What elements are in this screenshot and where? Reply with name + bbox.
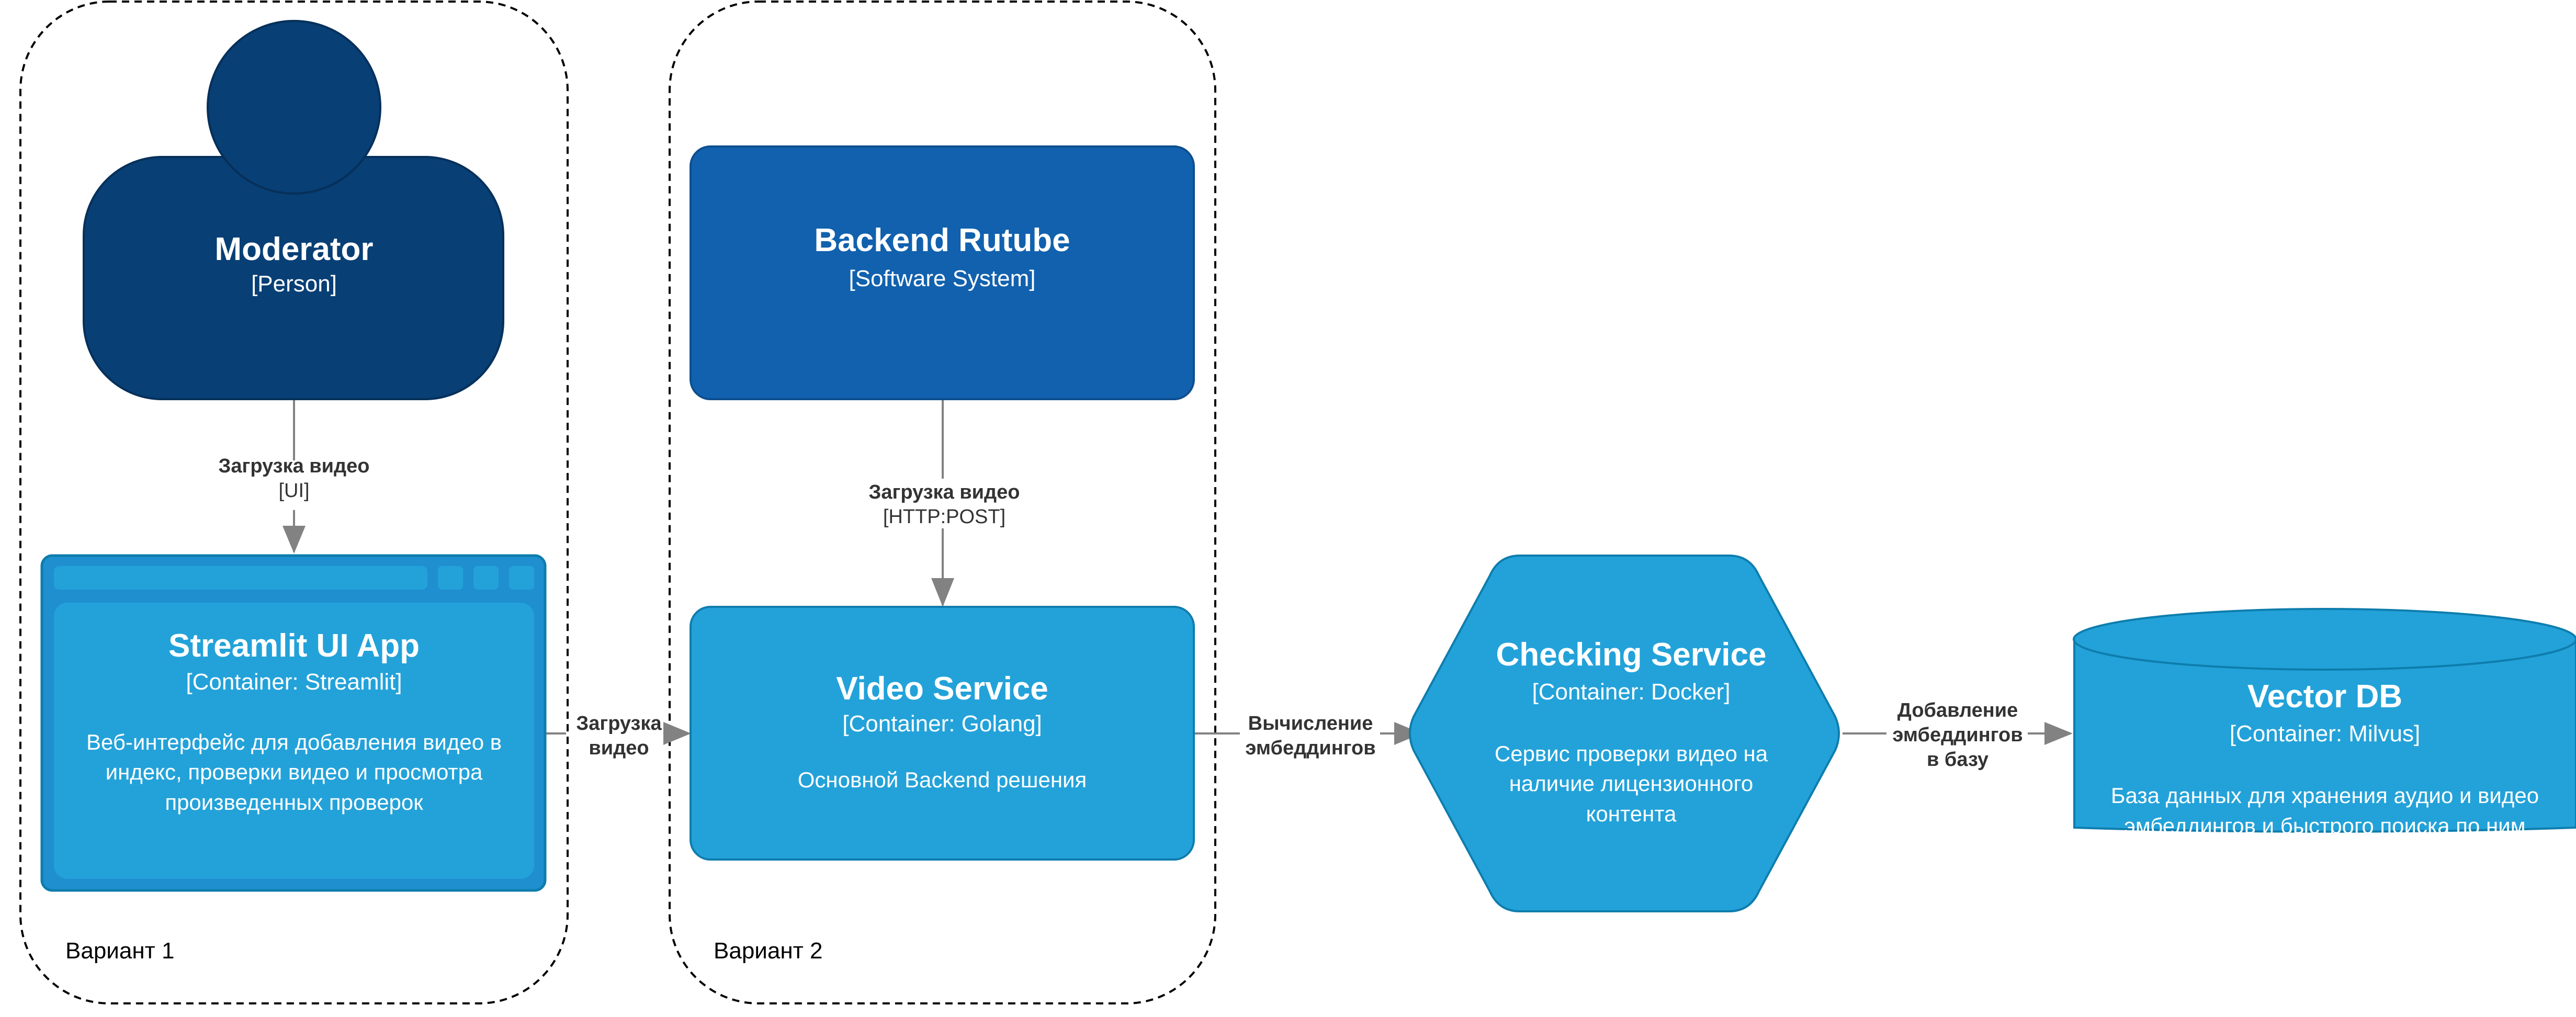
node-type: [Person] [251, 271, 337, 297]
group-variant-2-label: Вариант 2 [714, 938, 822, 964]
edge-label: эмбеддингов [1245, 737, 1375, 759]
edge-label: в базу [1927, 749, 1989, 771]
edge-label: Загрузка видео [219, 455, 370, 477]
arrowhead-icon [2044, 722, 2073, 745]
database-cylinder-top [2073, 608, 2576, 671]
node-streamlit-ui-app[interactable]: Streamlit UI App [Container: Streamlit] … [40, 554, 547, 892]
database-cylinder-icon [2073, 639, 2576, 833]
browser-content-area [54, 603, 534, 879]
node-checking-service[interactable]: Checking Service [Container: Docker] Сер… [1409, 555, 1840, 912]
edge-backend-to-video: Загрузка видео [HTTP:POST] [869, 399, 1020, 607]
person-icon [207, 20, 381, 195]
edge-moderator-to-streamlit: Загрузка видео [UI] [219, 399, 370, 553]
node-video-service[interactable]: Video Service [Container: Golang] Основн… [690, 606, 1195, 861]
edge-technology: [UI] [278, 480, 309, 502]
node-type: [Container: Milvus] [2230, 721, 2420, 747]
edge-label: Загрузка видео [869, 481, 1020, 503]
browser-button-icon [473, 566, 499, 590]
edge-label: Загрузка [576, 713, 662, 734]
node-description: Сервис проверки видео на [1495, 741, 1768, 766]
node-description: контента [1586, 801, 1677, 826]
software-system-box [690, 145, 1195, 400]
node-description: Веб-интерфейс для добавления видео в [86, 730, 502, 754]
group-variant-2: Вариант 2 [669, 1, 1216, 1004]
browser-button-icon [509, 566, 534, 590]
edge-label: эмбеддингов [1892, 724, 2023, 746]
node-backend-rutube[interactable]: Backend Rutube [Software System] [690, 145, 1195, 400]
arrowhead-icon [663, 722, 691, 745]
node-description: Основной Backend решения [798, 767, 1087, 792]
edge-technology: [HTTP:POST] [883, 506, 1005, 528]
container-box [690, 606, 1195, 861]
edge-label: Добавление [1897, 699, 2018, 721]
hexagon-icon [1409, 555, 1840, 912]
node-description: индекс, проверки видео и просмотра [106, 760, 483, 784]
arrowhead-icon [283, 526, 306, 553]
edge-label: Вычисление [1248, 713, 1373, 734]
group-variant-1: Вариант 1 [19, 1, 569, 1004]
arrowhead-icon [1394, 722, 1422, 745]
node-vector-db[interactable]: Vector DB [Container: Milvus] База данны… [2073, 608, 2576, 838]
edge-checking-to-vector: Добавление эмбеддингов в базу [1843, 699, 2073, 771]
group-variant-1-boundary [19, 1, 569, 1004]
browser-address-bar [54, 566, 427, 590]
edge-label: видео [589, 737, 649, 759]
node-type: [Container: Docker] [1532, 679, 1730, 705]
node-title: Backend Rutube [814, 222, 1070, 258]
node-description: База данных для хранения аудио и видео [2111, 783, 2539, 808]
node-title: Checking Service [1496, 637, 1767, 673]
node-description: произведенных проверок [165, 790, 423, 815]
node-title: Vector DB [2247, 679, 2402, 715]
edge-streamlit-to-video: Загрузка видео [543, 713, 691, 759]
edge-video-to-checking: Вычисление эмбеддингов [1194, 713, 1422, 759]
node-type: [Container: Golang] [842, 711, 1042, 737]
node-moderator[interactable]: Moderator [Person] [83, 20, 504, 400]
browser-button-icon [438, 566, 463, 590]
node-type: [Container: Streamlit] [186, 669, 402, 695]
group-variant-1-label: Вариант 1 [65, 938, 174, 964]
group-variant-2-boundary [669, 1, 1216, 1004]
node-title: Video Service [836, 671, 1048, 707]
node-title: Streamlit UI App [168, 628, 420, 664]
node-title: Moderator [214, 231, 373, 267]
node-description: эмбеддингов и быстрого поиска по ним [2124, 813, 2525, 838]
arrowhead-icon [931, 578, 954, 607]
node-type: [Software System] [849, 266, 1035, 291]
node-description: наличие лицензионного [1509, 771, 1754, 796]
